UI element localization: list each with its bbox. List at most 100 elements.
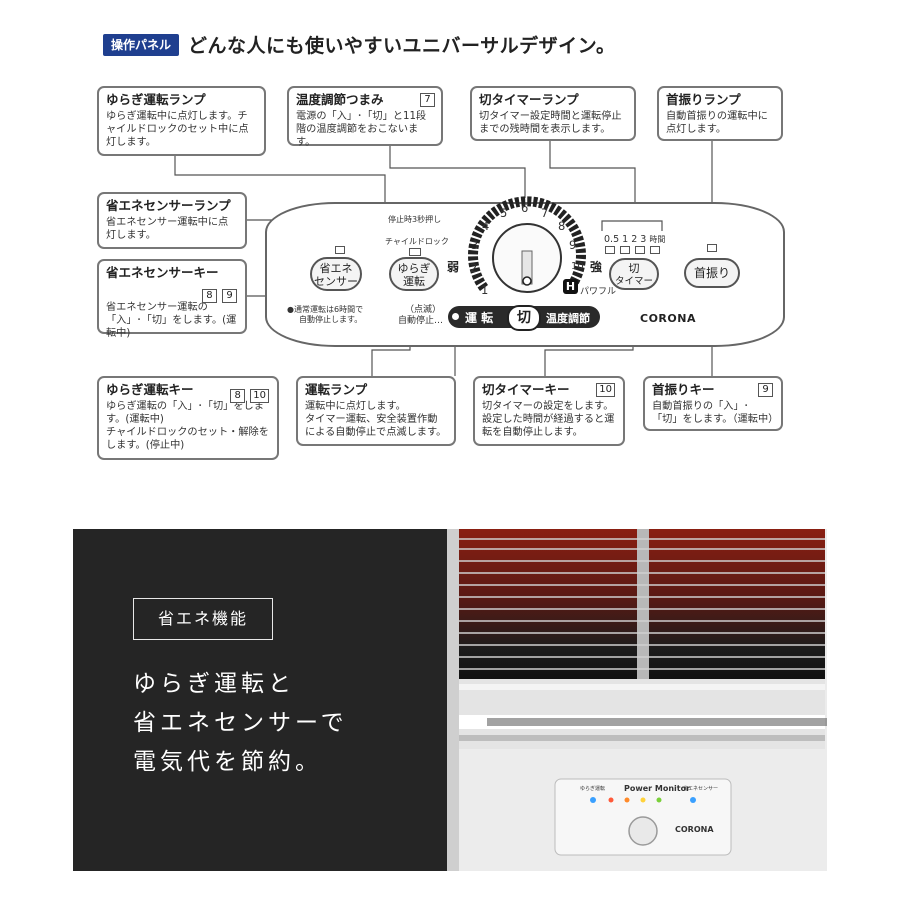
callout-title: 省エネセンサーランプ xyxy=(106,198,231,213)
dial-number-9: 9 xyxy=(569,238,577,252)
dial-number-6: 6 xyxy=(521,201,529,215)
manual-page-number: 10 xyxy=(250,389,269,403)
callout-title: 切タイマーランプ xyxy=(479,92,579,107)
manual-page-numbers: 8 10 xyxy=(230,383,269,403)
timer-lamp-05 xyxy=(605,246,615,254)
swing-lamp xyxy=(707,244,717,252)
swing-button[interactable]: 首振り xyxy=(684,258,740,288)
timer-label: 1 xyxy=(622,234,629,245)
callout-desc: 省エネセンサー運転の「入」･「切」をします。(運転中) xyxy=(106,302,237,339)
blink-note: （点滅） xyxy=(405,305,442,315)
timer-labels: 0.5 1 2 3 時間 xyxy=(604,234,665,245)
eco-sensor-lamp xyxy=(335,246,345,254)
dial-number-4: 4 xyxy=(482,219,490,233)
callout-title: 運転ランプ xyxy=(305,382,368,397)
callout-title: 首振りキー xyxy=(652,382,715,397)
dial-number-3: 3 xyxy=(471,238,479,252)
dial-number-1: 1 xyxy=(481,283,489,297)
manual-page-number: 8 xyxy=(230,389,246,403)
callout-desc: 自動首振りの運転中に点灯します。 xyxy=(666,111,768,135)
timer-unit: 時間 xyxy=(649,235,666,244)
eco-headline-2: 省エネセンサーで xyxy=(133,710,348,736)
callout-desc: 切タイマー設定時間と運転停止までの残時間を表示します。 xyxy=(479,111,622,135)
timer-lamp-3 xyxy=(650,246,660,254)
dial-number-2: 2 xyxy=(470,261,478,275)
auto-stop-label: 自動停止… xyxy=(398,316,444,326)
heater-sway-led-label: ゆらぎ運転 xyxy=(580,786,606,792)
temp-dial[interactable] xyxy=(462,196,592,306)
callout-desc: 省エネセンサー運転中に点灯します。 xyxy=(106,217,229,241)
section-badge: 操作パネル xyxy=(103,34,180,56)
manual-page-number: 8 xyxy=(201,289,217,303)
callout-desc: 自動首振りの「入」･「切」をします。（運転中） xyxy=(652,401,779,425)
powerful-label: パワフル xyxy=(580,287,617,297)
timer-label: 0.5 xyxy=(604,234,620,245)
timer-label: 3 xyxy=(640,234,647,245)
callout-off-timer-key: 切タイマーキー 10 切タイマーの設定をします。設定した時間が経過すると運転を自… xyxy=(473,376,625,446)
button-label: 省エネ xyxy=(319,262,353,275)
child-lock-label: チャイルドロック xyxy=(385,237,449,246)
line-temp-knob xyxy=(389,145,526,198)
dial-number-5: 5 xyxy=(500,206,508,220)
callout-swing-key: 首振りキー 9 自動首振りの「入」･「切」をします。（運転中） xyxy=(643,376,783,431)
timer-lamp-1 xyxy=(620,246,630,254)
dial-number-10: 10 xyxy=(571,261,584,272)
callout-eco-sensor-lamp: 省エネセンサーランプ 省エネセンサー運転中に点灯します。 xyxy=(97,192,247,249)
off-button[interactable]: 切 xyxy=(507,305,541,331)
callout-desc: ゆらぎ運転の「入」･「切」をします。(運転中) xyxy=(106,401,264,425)
sway-button[interactable]: ゆらぎ 運転 xyxy=(389,257,439,291)
run-label: 運 転 xyxy=(465,311,494,325)
eco-headline-1: ゆらぎ運転と xyxy=(133,671,295,697)
timer-label: 2 xyxy=(631,234,638,245)
callout-sway-key: ゆらぎ運転キー 8 10 ゆらぎ運転の「入」･「切」をします。(運転中) チャイ… xyxy=(97,376,279,460)
callout-title: ゆらぎ運転ランプ xyxy=(106,92,206,107)
heater-eco-led-label: 省エネセンサー xyxy=(683,786,719,792)
heater-illustration xyxy=(447,529,827,871)
callout-desc: 切タイマーの設定をします。設定した時間が経過すると運転を自動停止します。 xyxy=(482,401,615,438)
callout-sway-lamp: ゆらぎ運転ランプ ゆらぎ運転中に点灯します。チャイルドロックのセット中に点灯しま… xyxy=(97,86,266,156)
callout-title: 首振りランプ xyxy=(666,92,741,107)
callout-desc: 運転中に点灯します。 xyxy=(305,401,406,412)
powerful-h-mark: H xyxy=(563,279,578,294)
heater-photo: ゆらぎ運転 Power Monitor 省エネセンサー CORONA xyxy=(447,529,827,871)
callout-desc: 電源の「入」･「切」と11段階の温度調節をおこないます。 xyxy=(296,111,427,148)
manual-page-number: 7 xyxy=(420,93,435,107)
callout-swing-lamp: 首振りランプ 自動首振りの運転中に点灯します。 xyxy=(657,86,783,141)
power-monitor-label: Power Monitor xyxy=(624,784,691,793)
callout-off-timer-lamp: 切タイマーランプ 切タイマー設定時間と運転停止までの残時間を表示します。 xyxy=(470,86,636,141)
callout-title: 温度調節つまみ xyxy=(296,92,384,107)
manual-page-number: 9 xyxy=(758,383,773,397)
callout-temp-knob: 温度調節つまみ 7 電源の「入」･「切」と11段階の温度調節をおこないます。 xyxy=(287,86,443,148)
button-label: 切 xyxy=(628,262,640,275)
eco-headline-3: 電気代を節約。 xyxy=(133,749,322,775)
child-lock-note: 停止時3秒押し xyxy=(388,215,442,224)
manual-page-numbers: 8 9 xyxy=(201,283,237,303)
manual-page-number: 9 xyxy=(222,289,237,303)
eco-panel xyxy=(73,529,447,871)
run-lamp xyxy=(452,313,459,320)
auto-stop-note: ●通常運転は6時間で xyxy=(287,305,364,314)
dial-number-8: 8 xyxy=(558,219,566,233)
manual-page-number: 10 xyxy=(596,383,615,397)
button-label: タイマー xyxy=(614,276,653,287)
callout-title: ゆらぎ運転キー xyxy=(106,382,194,397)
off-timer-button[interactable]: 切 タイマー xyxy=(609,258,659,290)
callout-desc: タイマー運転、安全装置作動による自動停止で点滅します。 xyxy=(305,414,447,438)
dial-number-7: 7 xyxy=(541,206,549,220)
callout-run-lamp: 運転ランプ 運転中に点灯します。 タイマー運転、安全装置作動による自動停止で点滅… xyxy=(296,376,456,446)
button-label: ゆらぎ xyxy=(397,262,431,275)
button-label: センサー xyxy=(314,275,358,288)
auto-stop-note: 自動停止します。 xyxy=(299,315,363,324)
section-title: どんな人にも使いやすいユニバーサルデザイン。 xyxy=(188,35,616,57)
weak-label: 弱 xyxy=(447,260,460,274)
button-label: 運転 xyxy=(403,275,425,288)
eco-sensor-button[interactable]: 省エネ センサー xyxy=(310,257,362,291)
eco-feature-label: 省エネ機能 xyxy=(133,598,273,640)
callout-title: 省エネセンサーキー xyxy=(106,265,219,280)
brand-logo: CORONA xyxy=(640,312,696,325)
timer-bracket xyxy=(601,220,663,231)
callout-desc: チャイルドロックのセット・解除をします。(停止中) xyxy=(106,427,269,451)
line-timer-lamp xyxy=(549,140,636,214)
callout-eco-sensor-key: 省エネセンサーキー 8 9 省エネセンサー運転の「入」･「切」をします。(運転中… xyxy=(97,259,247,339)
callout-title: 切タイマーキー xyxy=(482,382,570,397)
